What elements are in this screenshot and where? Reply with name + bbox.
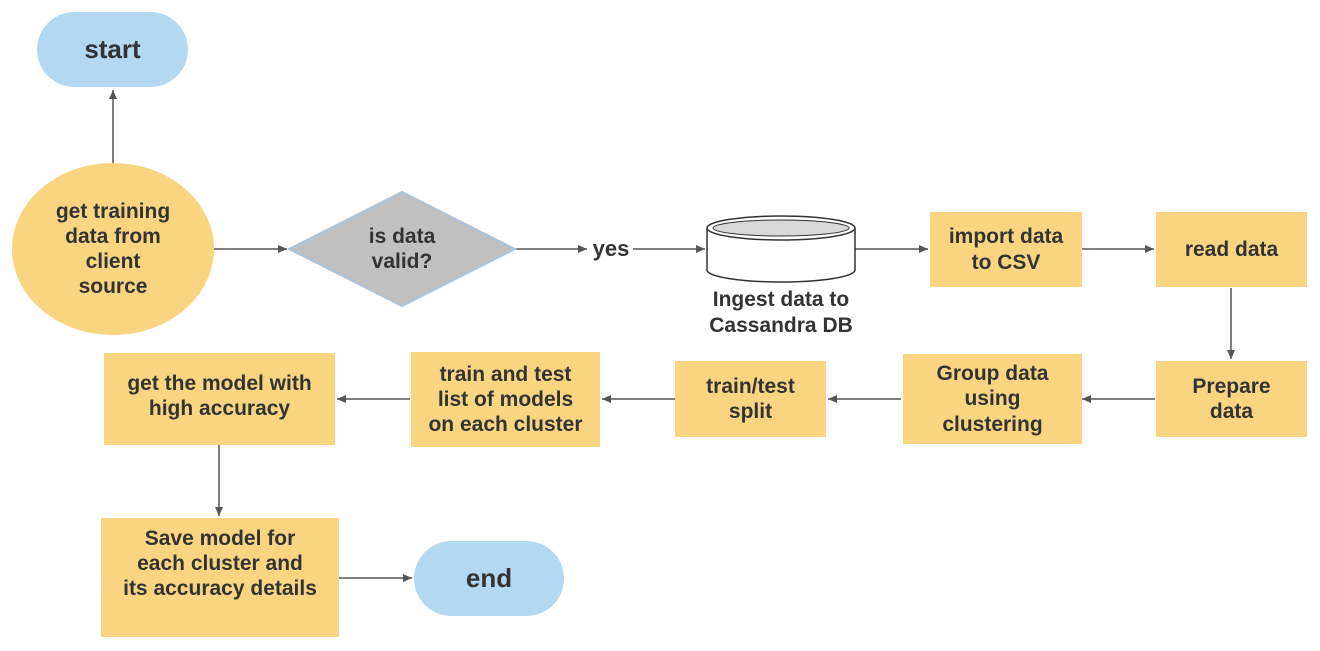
yes-label: yes — [592, 235, 630, 261]
best-model-node: get the model with high accuracy — [104, 353, 335, 445]
end-terminal: end — [414, 541, 564, 616]
ingest-db-caption: Ingest data to Cassandra DB — [709, 288, 853, 338]
database-icon — [706, 215, 856, 283]
train-models-node: train and test list of models on each cl… — [411, 352, 600, 447]
train-test-split-node: train/test split — [675, 361, 826, 437]
start-terminal: start — [37, 12, 188, 87]
is-data-valid-decision: is data valid? — [368, 224, 436, 273]
get-training-data-node: get training data from client source — [12, 163, 214, 335]
group-data-node: Group data using clustering — [903, 354, 1082, 444]
prepare-data-node: Prepare data — [1156, 361, 1307, 437]
save-model-node: Save model for each cluster and its accu… — [101, 518, 339, 637]
import-csv-node: import data to CSV — [930, 212, 1082, 287]
read-data-node: read data — [1156, 212, 1307, 287]
decision-diamond — [286, 190, 518, 308]
